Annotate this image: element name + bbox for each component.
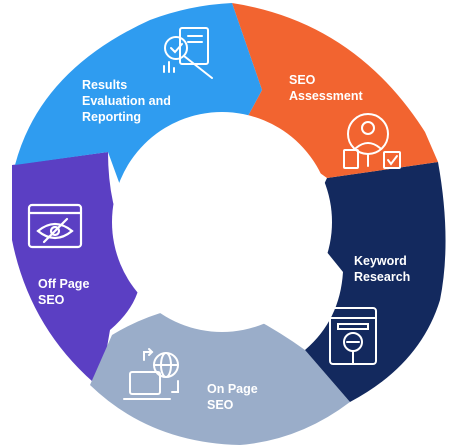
label-line: Research	[354, 270, 411, 284]
center-hole	[112, 112, 332, 332]
search-document-icon	[329, 307, 377, 365]
label-line: SEO	[289, 73, 316, 87]
step-label-on-page-seo: On Page SEO	[207, 381, 277, 413]
segment-off-page-seo	[12, 152, 141, 388]
label-line: Evaluation and	[82, 94, 171, 108]
segment-keyword-research	[305, 162, 446, 402]
label-line: Assessment	[289, 89, 363, 103]
label-line: Keyword	[354, 254, 407, 268]
label-line: Reporting	[82, 110, 142, 124]
label-line: SEO	[207, 398, 234, 412]
step-label-seo-assessment: SEO Assessment	[289, 72, 379, 104]
step-label-off-page-seo: Off Page SEO	[38, 276, 108, 308]
label-line: SEO	[38, 293, 65, 307]
label-line: Off Page	[38, 277, 90, 291]
hidden-eye-icon	[27, 203, 83, 249]
step-label-keyword-research: Keyword Research	[354, 253, 434, 285]
report-magnifier-icon	[163, 27, 213, 79]
person-magnifier-icon	[343, 113, 401, 169]
step-label-results: Results Evaluation and Reporting	[82, 77, 182, 125]
label-line: On Page	[207, 382, 258, 396]
segment-on-page-seo	[90, 305, 350, 445]
globe-laptop-icon	[123, 348, 179, 400]
label-line: Results	[82, 78, 128, 92]
